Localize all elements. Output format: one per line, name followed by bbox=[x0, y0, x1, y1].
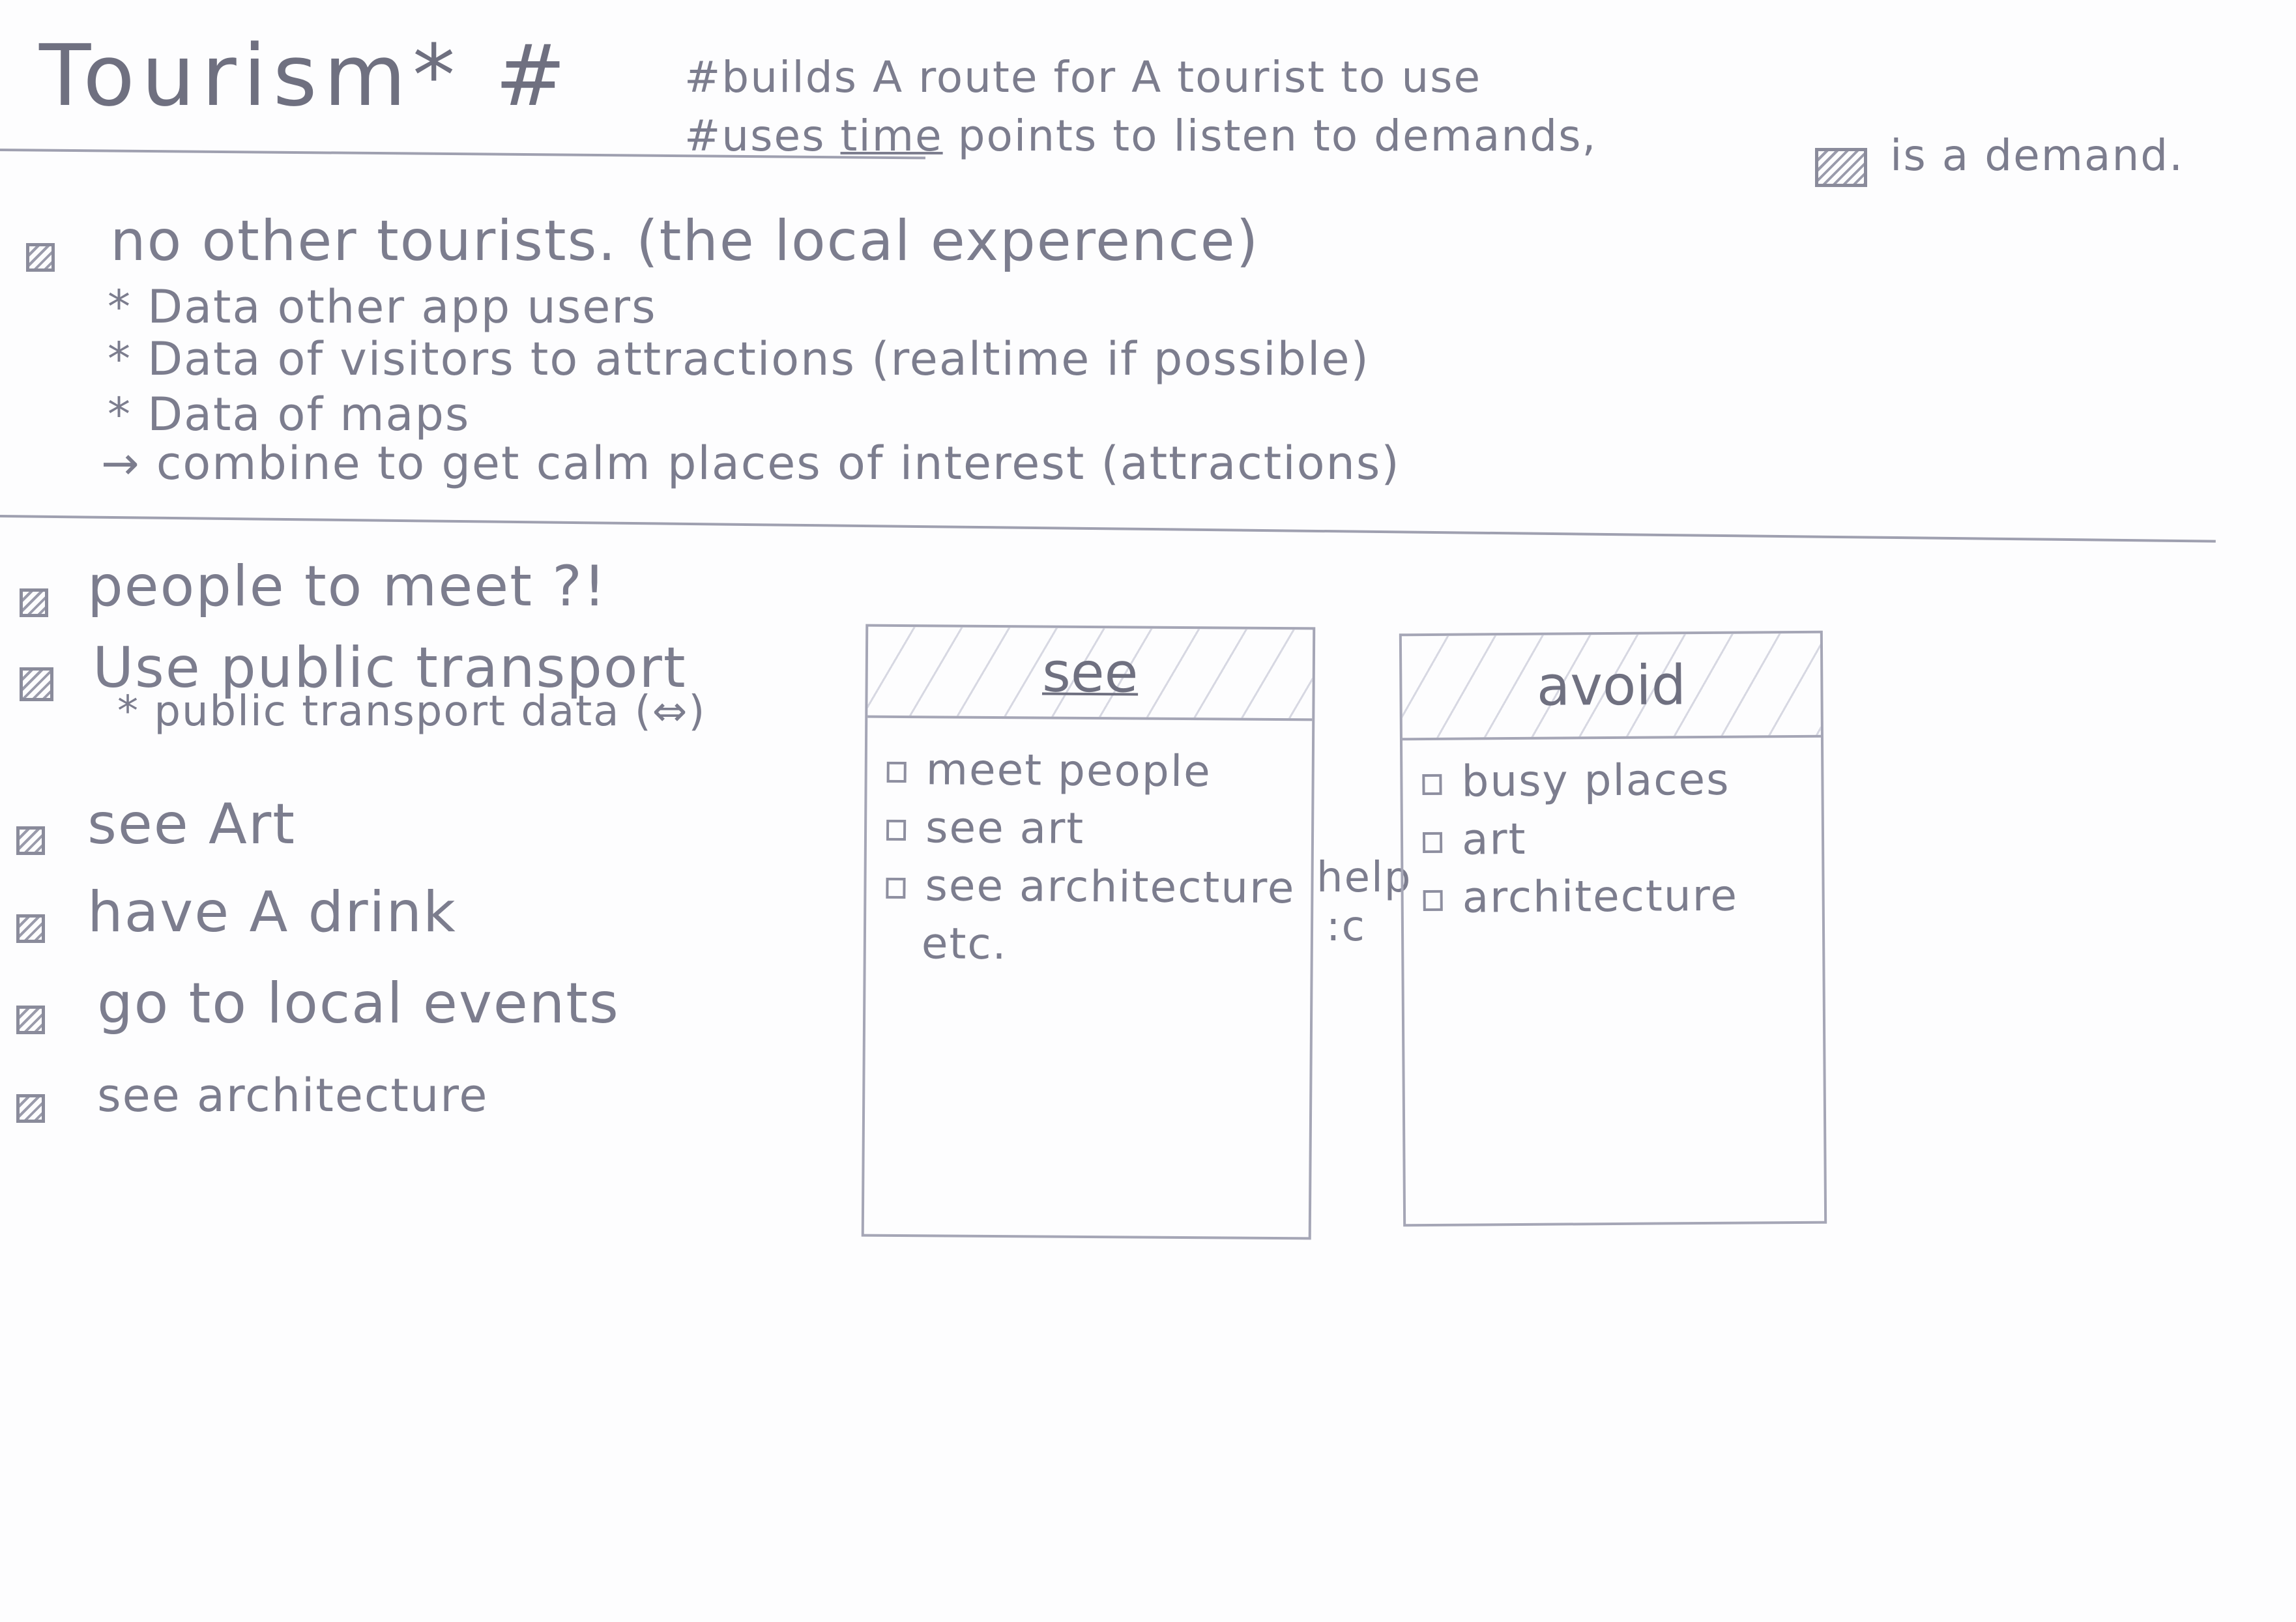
bullet-item: * Data other app users bbox=[108, 280, 657, 334]
list-item-label: architecture bbox=[1462, 870, 1739, 923]
avoid-panel-list: busy places art architecture bbox=[1402, 738, 1822, 923]
list-item-label: meet people bbox=[925, 744, 1212, 797]
avoid-panel-title: avoid bbox=[1536, 653, 1687, 718]
list-item[interactable]: art bbox=[1422, 812, 1822, 865]
demand-label: people to meet ?! bbox=[87, 554, 607, 619]
header-note-prefix: #uses bbox=[684, 111, 826, 161]
demand-checkbox-icon bbox=[20, 667, 53, 701]
checkbox-icon[interactable] bbox=[886, 819, 907, 841]
see-panel-title: see bbox=[1041, 640, 1139, 705]
list-item-label: see art bbox=[925, 802, 1085, 854]
list-item[interactable]: architecture bbox=[1423, 870, 1822, 923]
list-item[interactable]: busy places bbox=[1422, 754, 1822, 807]
conclusion-text: → combine to get calm places of interest… bbox=[101, 437, 1401, 490]
demand-item: see architecture bbox=[16, 1069, 489, 1123]
list-item[interactable]: meet people bbox=[886, 744, 1312, 798]
header-note-line-2: #uses time points to listen to demands, bbox=[684, 111, 1597, 161]
header-note-suffix: points to listen to demands, bbox=[957, 111, 1597, 161]
demand-checkbox-icon bbox=[26, 242, 55, 272]
see-panel-list: meet people see art see architecture etc… bbox=[866, 718, 1313, 972]
page-title: Tourism* # bbox=[39, 26, 573, 125]
checkbox-icon[interactable] bbox=[1422, 774, 1442, 795]
demand-label: have A drink bbox=[87, 880, 457, 945]
demand-item: go to local events bbox=[16, 971, 620, 1036]
avoid-panel-header: avoid bbox=[1401, 633, 1821, 741]
bullet-item: * Data of maps bbox=[108, 388, 471, 441]
demand-item: Use public transport bbox=[20, 635, 687, 701]
demand-checkbox-icon bbox=[16, 914, 45, 943]
demand-checkbox-icon bbox=[16, 1093, 45, 1123]
list-item-label: see architecture bbox=[925, 860, 1296, 914]
list-item-label: art bbox=[1461, 813, 1527, 865]
legend-text: is a demand. bbox=[1890, 130, 2185, 181]
list-item[interactable]: see architecture bbox=[886, 860, 1311, 914]
list-item[interactable]: see art bbox=[886, 802, 1312, 856]
demand-label: see architecture bbox=[97, 1069, 489, 1122]
section-divider bbox=[0, 515, 2216, 543]
checkbox-icon[interactable] bbox=[1422, 832, 1443, 853]
demand-item: people to meet ?! bbox=[20, 554, 607, 619]
side-note: :c bbox=[1326, 903, 1366, 951]
avoid-panel: avoid busy places art architecture bbox=[1399, 630, 1827, 1227]
transport-note: * public transport data (⇔) bbox=[117, 688, 706, 736]
demand-label: no other tourists. (the local experence) bbox=[110, 209, 1260, 274]
demand-label: Use public transport bbox=[93, 635, 687, 701]
see-panel: see meet people see art see architecture… bbox=[861, 624, 1316, 1240]
bullet-item: * Data of visitors to attractions (realt… bbox=[108, 332, 1370, 386]
checkbox-icon[interactable] bbox=[886, 877, 906, 899]
demand-item: have A drink bbox=[16, 880, 457, 945]
demand-checkbox-icon bbox=[16, 826, 45, 855]
list-item-label: busy places bbox=[1461, 754, 1730, 807]
demand-item: see Art bbox=[16, 792, 296, 857]
demand-label: see Art bbox=[87, 792, 296, 857]
checkbox-icon[interactable] bbox=[1423, 890, 1443, 911]
header-note-line-1: #builds A route for A tourist to use bbox=[684, 52, 1482, 102]
demand-item: no other tourists. (the local experence) bbox=[26, 209, 1259, 274]
demand-checkbox-icon bbox=[20, 588, 48, 617]
header-note-keyword: time bbox=[840, 111, 943, 161]
demand-checkbox-icon bbox=[16, 1005, 45, 1034]
see-panel-header: see bbox=[867, 626, 1313, 721]
demand-checkbox-icon bbox=[1815, 147, 1867, 187]
more-text: etc. bbox=[921, 918, 1008, 970]
demand-label: go to local events bbox=[97, 971, 620, 1036]
checkbox-icon[interactable] bbox=[886, 761, 907, 783]
legend: is a demand. bbox=[1815, 130, 2184, 187]
side-note: help bbox=[1316, 854, 1412, 902]
